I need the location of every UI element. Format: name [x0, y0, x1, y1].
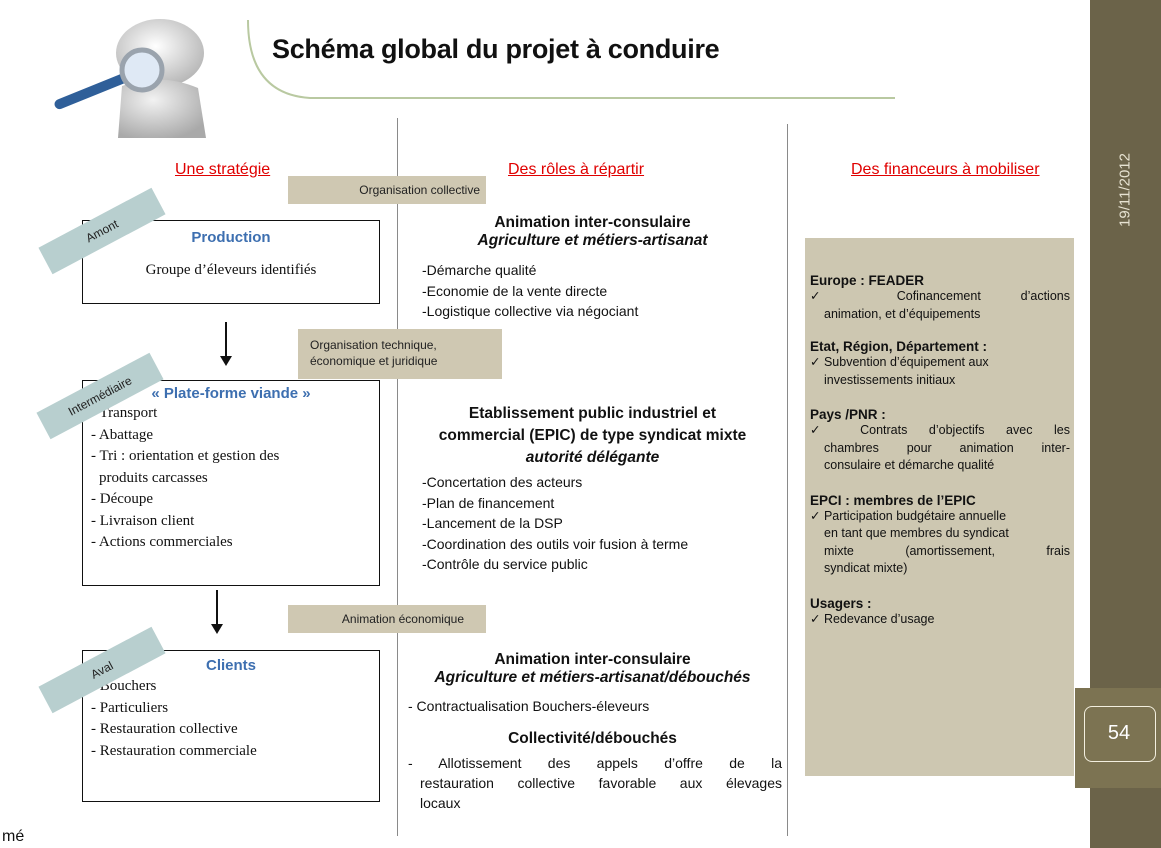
roles-block-1: Animation inter-consulaire Agriculture e…: [400, 214, 785, 250]
financer-item: consulaire et démarche qualité: [824, 458, 995, 472]
financer-europe: Europe : FEADER ✓ Cofinancement d’action…: [810, 273, 1070, 323]
roles-list-2: -Concertation des acteurs -Plan de finan…: [422, 472, 688, 575]
financer-heading: Pays /PNR :: [810, 407, 886, 422]
list-item: - Abattage: [91, 426, 154, 443]
arrow-down-icon: [220, 356, 232, 366]
roles-block-4: Collectivité/débouchés: [400, 730, 785, 748]
page-number-bracket: [1084, 706, 1156, 762]
block-heading: Animation inter-consulaire: [494, 651, 691, 668]
production-title: Production: [191, 229, 271, 246]
financer-heading: Etat, Région, Département :: [810, 339, 988, 354]
list-item: - Découpe: [91, 491, 154, 507]
block-heading: Collectivité/débouchés: [508, 730, 677, 747]
block-subheading: Agriculture et métiers-artisanat: [477, 232, 708, 249]
financer-item: ✓ Cofinancement d’actions: [810, 289, 1070, 303]
list-item: - Tri : orientation et gestion des: [91, 448, 280, 464]
page-number: 54: [1107, 722, 1131, 744]
date-label: 19/11/2012: [1116, 153, 1134, 227]
column-divider: [787, 124, 788, 836]
clients-list: - Bouchers - Particuliers - Restauration…: [91, 676, 371, 762]
financer-etat: Etat, Région, Département : ✓ Subvention…: [810, 339, 1070, 389]
roles-block-3: Animation inter-consulaire Agriculture e…: [400, 651, 785, 687]
list-item: -Plan de financement: [422, 494, 555, 511]
list-item: produits carcasses: [99, 469, 208, 486]
arrow-down-icon: [211, 624, 223, 634]
list-item: -Concertation des acteurs: [422, 474, 583, 490]
list-item: - Transport: [91, 405, 158, 421]
financer-heading: Usagers :: [810, 595, 872, 611]
production-text: Groupe d’éleveurs identifiés: [145, 262, 317, 278]
financers-list: Europe : FEADER ✓ Cofinancement d’action…: [810, 273, 1070, 628]
financer-item: investissements initiaux: [824, 372, 956, 387]
plateforme-box: « Plate-forme viande » - Transport - Aba…: [82, 380, 380, 586]
list-item: - Restauration commerciale: [91, 742, 257, 759]
page-number-panel: [1075, 688, 1161, 788]
financer-item: en tant que membres du syndicat: [824, 526, 1009, 540]
heading-financers: Des financeurs à mobiliser: [851, 161, 1040, 178]
clients-box: Clients - Bouchers - Particuliers - Rest…: [82, 650, 380, 802]
block-subheading: autorité délégante: [525, 449, 660, 466]
tag-organisation-technique: Organisation technique, économique et ju…: [298, 329, 502, 379]
financer-item: chambres pour animation inter-: [824, 440, 1070, 455]
financer-pays: Pays /PNR : ✓ Contrats d’objectifs avec …: [810, 407, 1070, 475]
text-line: - Allotissement des appels d’offre de la: [408, 755, 782, 771]
block-heading: commercial (EPIC) de type syndicat mixte: [438, 427, 747, 444]
production-box: Production Groupe d’éleveurs identifiés: [82, 220, 380, 304]
magnifier-figure-icon: [54, 19, 206, 138]
financer-item: mixte (amortissement, frais: [824, 543, 1070, 558]
list-item: -Coordination des outils voir fusion à t…: [422, 535, 689, 552]
financer-epci: EPCI : membres de l’EPIC ✓ Participation…: [810, 493, 1070, 578]
heading-strategy: Une stratégie: [175, 161, 271, 178]
list-item: - Particuliers: [91, 699, 169, 716]
list-item: - Contractualisation Bouchers-éleveurs: [408, 698, 650, 714]
block-heading: Etablissement public industriel et: [468, 405, 717, 422]
financer-item: ✓ Participation budgétaire annuelle: [810, 508, 1007, 523]
list-item: - Actions commerciales: [91, 534, 233, 550]
text-line: restauration collective favorable aux él…: [420, 775, 782, 791]
list-item: - Livraison client: [91, 512, 195, 529]
clients-title: Clients: [205, 657, 256, 674]
tag-line: Organisation technique,: [310, 338, 437, 352]
financer-item: ✓ Subvention d’équipement aux: [810, 355, 989, 369]
financer-item: syndicat mixte): [824, 561, 908, 575]
financer-usagers: Usagers : ✓ Redevance d’usage: [810, 596, 1070, 629]
text-line: locaux: [420, 795, 461, 811]
roles-block-2: Etablissement public industriel et comme…: [400, 403, 785, 469]
tag-organisation-collective: Organisation collective: [288, 176, 486, 204]
page-title: Schéma global du projet à conduire: [272, 34, 720, 64]
list-item: - Bouchers: [91, 678, 157, 694]
financer-heading: EPCI : membres de l’EPIC: [810, 492, 976, 508]
tag-line: économique et juridique: [310, 354, 438, 368]
title-decoration: [247, 20, 895, 99]
arrow-line: [225, 322, 227, 358]
arrow-line: [216, 590, 218, 626]
financers-panel: [805, 238, 1074, 776]
plateforme-list: - Transport - Abattage - Tri : orientati…: [91, 403, 371, 554]
list-item: -Economie de la vente directe: [422, 282, 608, 299]
roles-list-1: -Démarche qualité -Economie de la vente …: [422, 260, 638, 322]
footer-fragment: mé: [2, 828, 25, 845]
roles-text-4: - Allotissement des appels d’offre de la…: [408, 753, 782, 813]
plateforme-title: « Plate-forme viande »: [151, 385, 311, 402]
block-heading: Animation inter-consulaire: [494, 214, 691, 231]
financer-item: ✓ Redevance d’usage: [810, 611, 935, 626]
financer-heading: Europe : FEADER: [810, 273, 925, 288]
column-divider: [397, 118, 398, 836]
financer-item: animation, et d’équipements: [824, 306, 981, 321]
block-subheading: Agriculture et métiers-artisanat/débouch…: [434, 669, 751, 686]
heading-roles: Des rôles à répartir: [508, 161, 645, 178]
list-item: -Démarche qualité: [422, 262, 537, 278]
list-item: - Restauration collective: [91, 721, 238, 737]
list-item: -Contrôle du service public: [422, 556, 588, 572]
list-item: -Lancement de la DSP: [422, 515, 563, 531]
list-item: -Logistique collective via négociant: [422, 303, 639, 319]
financer-item: ✓ Contrats d’objectifs avec les: [810, 423, 1070, 437]
tag-animation-economique: Animation économique: [288, 605, 486, 633]
